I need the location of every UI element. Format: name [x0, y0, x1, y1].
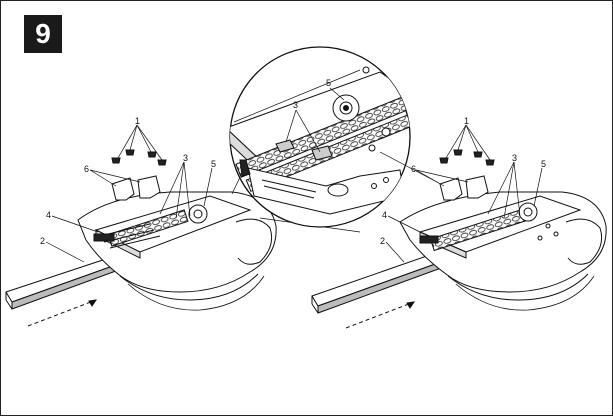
zoom-callout-5: 5: [326, 78, 331, 88]
left-callout-6: 6: [84, 164, 89, 174]
right-callout-1: 1: [464, 116, 469, 126]
callout-labels: 1 6 3 5 4 2 3 5 1 6 3 5 4 2: [40, 78, 546, 246]
left-motor-housing: [77, 175, 277, 311]
right-callout-3: 3: [512, 153, 517, 163]
right-callout-4: 4: [382, 210, 387, 220]
left-callout-2: 2: [40, 236, 45, 246]
right-dashed-arrow: [345, 301, 416, 329]
right-callout-6: 6: [411, 164, 416, 174]
left-callout-1: 1: [135, 116, 140, 126]
right-leader-lines: [385, 124, 543, 263]
zoom-detail: [229, 46, 453, 228]
right-callout-2: 2: [380, 236, 385, 246]
left-screws: [111, 149, 167, 166]
left-callout-3: 3: [183, 153, 188, 163]
right-assembly: [311, 124, 607, 329]
left-callout-4: 4: [46, 210, 51, 220]
zoom-leader-lines: [285, 87, 345, 153]
step-number-badge: 9: [24, 15, 62, 53]
right-callout-5: 5: [541, 159, 546, 169]
right-screws: [439, 149, 495, 166]
right-motor-housing: [399, 175, 607, 311]
left-callout-5: 5: [211, 159, 216, 169]
left-dashed-arrow: [27, 299, 98, 327]
zoom-callout-3: 3: [293, 100, 298, 110]
left-leader-lines: [45, 124, 213, 263]
left-assembly: [5, 117, 361, 327]
